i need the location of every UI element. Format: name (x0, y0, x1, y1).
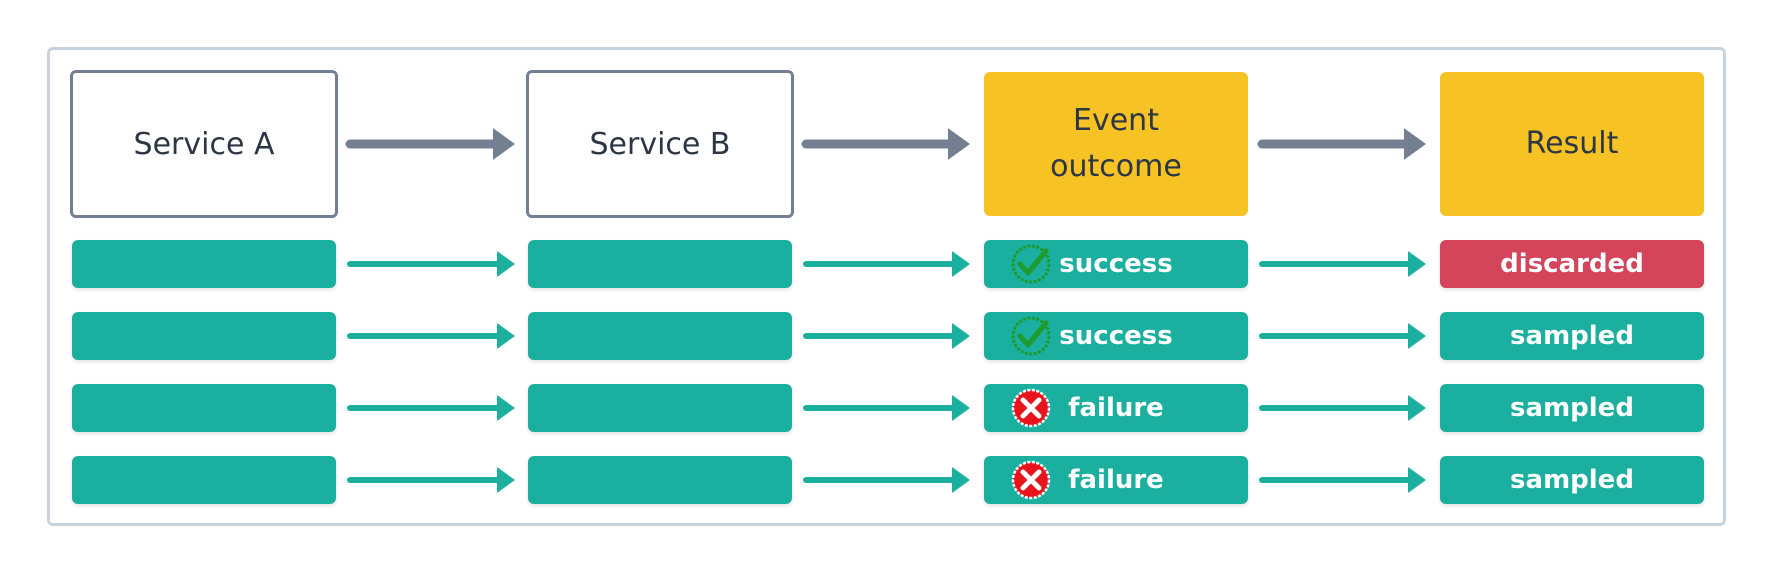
service-b-header: Service B (526, 70, 794, 218)
header-arrow (1257, 128, 1426, 160)
event-outcome-label-line1: Event (1073, 103, 1159, 138)
result-badge: sampled (1440, 384, 1704, 432)
event-outcome-header: Event outcome (984, 72, 1248, 216)
row-arrow (1259, 467, 1426, 493)
result-label: sampled (1510, 321, 1634, 351)
cross-icon (1011, 460, 1051, 500)
result-label: discarded (1500, 249, 1644, 279)
row-arrow (1259, 395, 1426, 421)
service-b-bar (528, 456, 792, 504)
result-badge: sampled (1440, 456, 1704, 504)
service-b-label: Service B (589, 126, 731, 162)
row-arrow (803, 467, 970, 493)
row-arrow (1259, 251, 1426, 277)
result-label: Result (1525, 126, 1619, 161)
check-icon (1011, 316, 1051, 356)
service-a-bar (72, 240, 336, 288)
outcome-badge: success (984, 240, 1248, 288)
result-header: Result (1440, 72, 1704, 216)
check-icon (1011, 244, 1051, 284)
service-a-bar (72, 312, 336, 360)
header-arrow (801, 128, 970, 160)
service-a-bar (72, 384, 336, 432)
result-label: sampled (1510, 465, 1634, 495)
row-arrow (803, 323, 970, 349)
row-arrow (347, 323, 515, 349)
row-arrow (803, 251, 970, 277)
row-arrow (803, 395, 970, 421)
cross-icon (1011, 388, 1051, 428)
result-label: sampled (1510, 393, 1634, 423)
result-badge: sampled (1440, 312, 1704, 360)
outcome-label: failure (1068, 465, 1164, 495)
event-outcome-label-line2: outcome (1050, 149, 1182, 184)
service-b-bar (528, 384, 792, 432)
outcome-badge: success (984, 312, 1248, 360)
diagram-frame (47, 47, 1726, 526)
header-arrow (345, 128, 515, 160)
row-arrow (347, 251, 515, 277)
outcome-label: success (1059, 321, 1173, 351)
service-a-bar (72, 456, 336, 504)
service-a-label: Service A (133, 126, 275, 162)
service-b-bar (528, 312, 792, 360)
outcome-label: failure (1068, 393, 1164, 423)
row-arrow (347, 395, 515, 421)
service-b-bar (528, 240, 792, 288)
result-badge: discarded (1440, 240, 1704, 288)
row-arrow (347, 467, 515, 493)
service-a-header: Service A (70, 70, 338, 218)
outcome-badge: failure (984, 384, 1248, 432)
outcome-label: success (1059, 249, 1173, 279)
row-arrow (1259, 323, 1426, 349)
outcome-badge: failure (984, 456, 1248, 504)
